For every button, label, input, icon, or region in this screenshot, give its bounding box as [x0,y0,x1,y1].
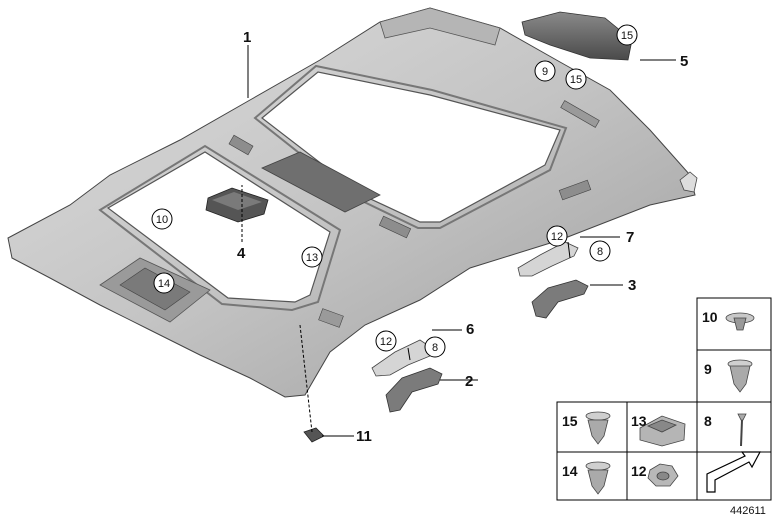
circle-12-a [546,225,568,247]
table-num-8: 8 [704,413,712,429]
fastener-table [556,297,772,501]
circle-12-a-label: 12 [551,231,563,243]
circle-15-a [616,24,638,46]
circle-15-b-label: 15 [570,74,582,86]
headliner-part [7,7,698,398]
table-num-9: 9 [704,361,712,377]
leader-lines [241,45,676,437]
part-5-cover [521,11,633,61]
circle-8-b-label: 8 [432,342,438,354]
part-3-handle [531,279,589,319]
circle-10 [151,208,173,230]
table-num-14: 14 [562,463,578,479]
table-num-15: 15 [562,413,578,429]
part-2-handle [385,367,443,413]
circle-14 [153,272,175,294]
table-num-13: 13 [631,413,647,429]
part-4-light [205,187,269,223]
table-numbers: 10 9 15 13 8 14 12 [562,309,718,479]
callout-2: 2 [465,373,473,390]
part-7-bracket [517,241,579,277]
circle-8-a-label: 8 [597,246,603,258]
circle-13-label: 13 [306,252,318,264]
callout-5: 5 [680,53,688,70]
circle-13 [301,246,323,268]
callout-1: 1 [243,29,251,46]
table-items [585,312,761,495]
circled-numbers: 15 9 15 10 13 14 12 8 12 8 [156,30,633,354]
circle-12-b [375,330,397,352]
circle-8-a [589,240,611,262]
circle-14-label: 14 [158,278,170,290]
diagram-reference-number: 442611 [730,505,766,517]
circle-12-b-label: 12 [380,336,392,348]
circle-9 [534,60,556,82]
cell-arrow [696,451,772,501]
table-num-12: 12 [631,463,647,479]
callout-11: 11 [356,428,372,445]
callout-6: 6 [466,321,474,338]
circle-15-b [565,68,587,90]
part-11-clip [303,427,325,443]
circle-15-a-label: 15 [621,30,633,42]
circle-10-label: 10 [156,214,168,226]
callout-7: 7 [626,229,634,246]
circle-9-label: 9 [542,66,548,78]
circle-8-b [424,336,446,358]
circled-callouts [151,24,638,358]
callout-4: 4 [237,245,246,262]
callout-labels: 1 2 3 4 5 6 7 11 [237,29,688,445]
table-num-10: 10 [702,309,718,325]
callout-3: 3 [628,277,636,294]
